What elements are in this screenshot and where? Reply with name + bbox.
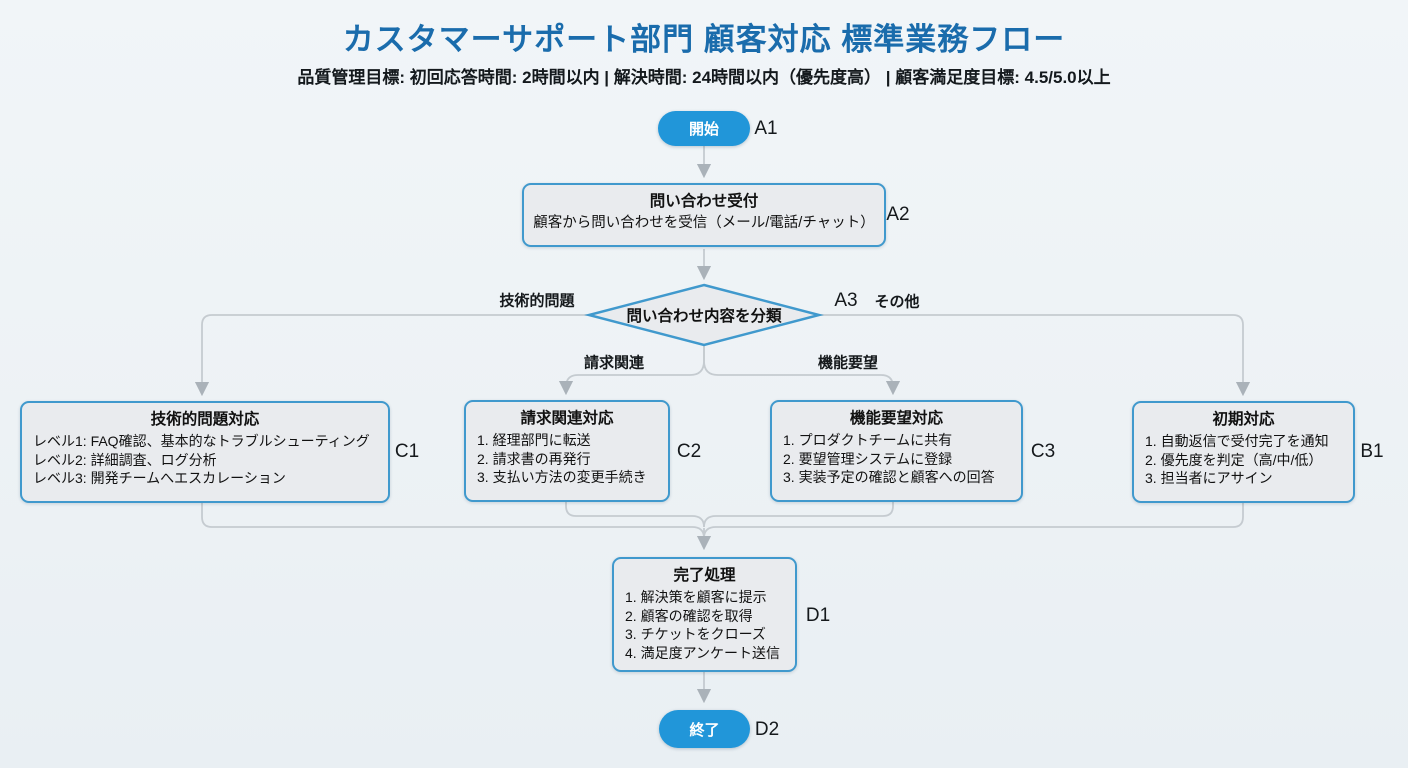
node-end-label: 終了: [689, 721, 720, 739]
list-item: 2. 要望管理システムに登録: [783, 450, 953, 467]
list-item: 1. 自動返信で受付完了を通知: [1145, 433, 1329, 450]
edge-label-billing: 請求関連: [583, 354, 645, 372]
list-item: 2. 請求書の再発行: [477, 450, 591, 467]
stage-tag-c2: C2: [676, 441, 702, 462]
list-item: レベル1: FAQ確認、基本的なトラブルシューティング: [33, 433, 370, 450]
node-feature-items: 1. プロダクトチームに共有 2. 要望管理システムに登録 3. 実装予定の確認…: [780, 431, 1013, 486]
node-completion-items: 1. 解決策を顧客に提示 2. 顧客の確認を取得 3. チケットをクローズ 4.…: [622, 588, 787, 662]
edge-classify-to-feature: [703, 345, 901, 396]
edge-feature-to-completion: [703, 502, 894, 528]
edge-initial-to-completion: [703, 503, 1244, 539]
node-billing-items: 1. 経理部門に転送 2. 請求書の再発行 3. 支払い方法の変更手続き: [474, 431, 660, 486]
list-item: 3. チケットをクローズ: [625, 626, 766, 643]
node-start-label: 開始: [688, 121, 719, 138]
node-initial-items: 1. 自動返信で受付完了を通知 2. 優先度を判定（高/中/低） 3. 担当者に…: [1142, 432, 1345, 487]
node-completion-title: 完了処理: [673, 567, 736, 584]
node-initial-title: 初期対応: [1212, 411, 1275, 428]
classify-diamond-shape: [584, 283, 824, 347]
list-item: 3. 実装予定の確認と顧客への回答: [783, 469, 995, 486]
list-item: 3. 担当者にアサイン: [1145, 470, 1273, 487]
edge-label-technical: 技術的問題: [499, 292, 575, 310]
node-intake-title: 問い合わせ受付: [649, 193, 759, 210]
stage-tag-a1: A1: [754, 118, 778, 139]
node-billing: 請求関連対応 1. 経理部門に転送 2. 請求書の再発行 3. 支払い方法の変更…: [464, 400, 670, 502]
node-intake-subtitle: 顧客から問い合わせを受信（メール/電話/チャット）: [533, 215, 875, 232]
node-billing-title: 請求関連対応: [520, 410, 614, 427]
stage-tag-b1: B1: [1360, 441, 1384, 462]
stage-tag-d2: D2: [754, 719, 780, 740]
node-initial: 初期対応 1. 自動返信で受付完了を通知 2. 優先度を判定（高/中/低） 3.…: [1132, 401, 1355, 503]
edge-label-other: その他: [874, 293, 920, 311]
node-classify-label: 問い合わせ内容を分類: [626, 308, 782, 325]
node-end: 終了: [659, 710, 750, 748]
node-start: 開始: [658, 111, 750, 146]
list-item: 1. プロダクトチームに共有: [783, 432, 953, 449]
node-technical: 技術的問題対応 レベル1: FAQ確認、基本的なトラブルシューティング レベル2…: [20, 401, 390, 503]
page-subtitle: 品質管理目標: 初回応答時間: 2時間以内 | 解決時間: 24時間以内（優先度…: [297, 68, 1111, 87]
node-technical-items: レベル1: FAQ確認、基本的なトラブルシューティング レベル2: 詳細調査、ロ…: [30, 432, 380, 487]
stage-tag-a3: A3: [834, 290, 858, 311]
stage-tag-d1: D1: [805, 605, 831, 626]
edge-classify-to-initial: [819, 314, 1251, 397]
node-completion: 完了処理 1. 解決策を顧客に提示 2. 顧客の確認を取得 3. チケットをクロ…: [612, 557, 797, 672]
edge-classify-to-technical: [194, 314, 589, 397]
list-item: 2. 顧客の確認を取得: [625, 607, 753, 624]
edge-billing-to-completion: [565, 502, 705, 528]
list-item: 2. 優先度を判定（高/中/低）: [1145, 451, 1323, 468]
list-item: 1. 解決策を顧客に提示: [625, 589, 767, 606]
stage-tag-c3: C3: [1030, 441, 1056, 462]
node-intake: 問い合わせ受付 顧客から問い合わせを受信（メール/電話/チャット）: [522, 183, 886, 247]
list-item: 4. 満足度アンケート送信: [625, 644, 781, 661]
edge-label-feature: 機能要望: [817, 354, 879, 372]
list-item: 1. 経理部門に転送: [477, 432, 591, 449]
node-feature-title: 機能要望対応: [849, 410, 943, 427]
stage-tag-a2: A2: [886, 204, 910, 225]
list-item: 3. 支払い方法の変更手続き: [477, 469, 647, 486]
page-title: カスタマーサポート部門 顧客対応 標準業務フロー: [342, 22, 1066, 57]
node-feature: 機能要望対応 1. プロダクトチームに共有 2. 要望管理システムに登録 3. …: [770, 400, 1023, 502]
list-item: レベル2: 詳細調査、ログ分析: [33, 451, 217, 468]
edge-technical-to-completion: [201, 503, 705, 539]
list-item: レベル3: 開発チームへエスカレーション: [33, 470, 286, 487]
stage-tag-c1: C1: [394, 441, 420, 462]
edge-classify-to-billing: [558, 345, 705, 396]
node-technical-title: 技術的問題対応: [150, 411, 260, 428]
